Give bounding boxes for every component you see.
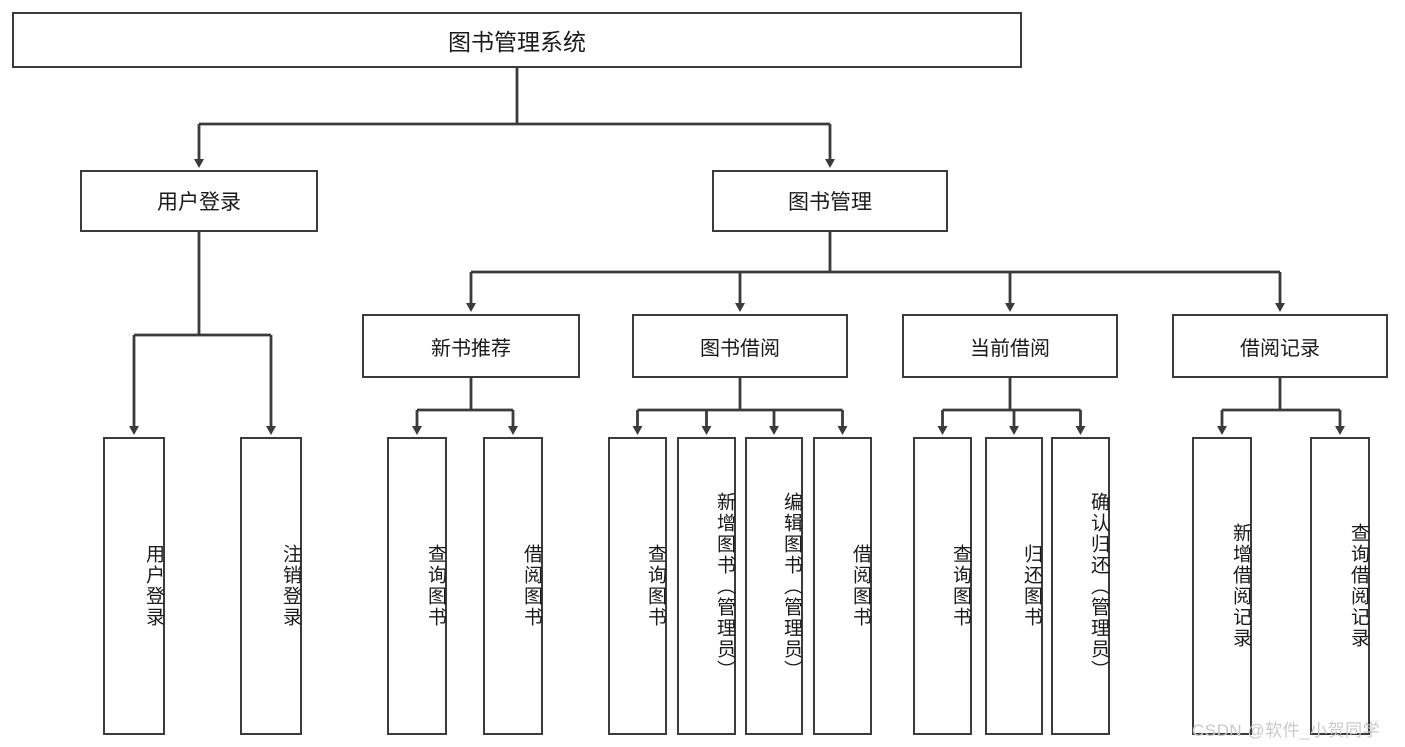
leaf-query-book-borrow[interactable]: 查询图书 [608, 437, 667, 735]
leaf-add-borrow-record[interactable]: 新增借阅记录 [1192, 437, 1252, 735]
leaf-query-borrow-record[interactable]: 查询借阅记录 [1310, 437, 1370, 735]
node-label: 借阅图书 [521, 544, 542, 628]
node-label: 新增借阅记录 [1230, 523, 1251, 649]
node-current-borrow[interactable]: 当前借阅 [902, 314, 1118, 378]
node-label: 归还图书 [1021, 544, 1042, 628]
node-label: 图书管理系统 [448, 29, 586, 55]
leaf-borrow-book-recommend[interactable]: 借阅图书 [483, 437, 543, 735]
node-label: 查询借阅记录 [1348, 523, 1369, 649]
node-label: 借阅图书 [850, 544, 871, 628]
leaf-borrow-book[interactable]: 借阅图书 [813, 437, 872, 735]
node-borrow-record[interactable]: 借阅记录 [1172, 314, 1388, 378]
node-label: 用户登录 [143, 544, 164, 628]
node-label: 新增图书（管理员） [714, 491, 735, 681]
node-new-book-recommend[interactable]: 新书推荐 [362, 314, 580, 378]
leaf-logout[interactable]: 注销登录 [240, 437, 302, 735]
leaf-query-book-current[interactable]: 查询图书 [913, 437, 972, 735]
node-user-login[interactable]: 用户登录 [80, 170, 318, 232]
node-label: 查询图书 [425, 544, 446, 628]
node-label: 确认归还（管理员） [1088, 491, 1109, 681]
node-label: 查询图书 [950, 544, 971, 628]
node-label: 当前借阅 [970, 337, 1050, 360]
node-label: 用户登录 [157, 191, 241, 214]
node-label: 新书推荐 [431, 337, 511, 360]
leaf-return-book[interactable]: 归还图书 [985, 437, 1043, 735]
node-label: 注销登录 [280, 544, 301, 628]
node-label: 图书借阅 [700, 337, 780, 360]
node-label: 借阅记录 [1240, 337, 1320, 360]
node-book-borrow[interactable]: 图书借阅 [632, 314, 848, 378]
leaf-confirm-return-admin[interactable]: 确认归还（管理员） [1051, 437, 1110, 735]
leaf-user-login[interactable]: 用户登录 [103, 437, 165, 735]
node-label: 查询图书 [645, 544, 666, 628]
leaf-add-book-admin[interactable]: 新增图书（管理员） [677, 437, 736, 735]
leaf-edit-book-admin[interactable]: 编辑图书（管理员） [745, 437, 803, 735]
leaf-query-book-recommend[interactable]: 查询图书 [387, 437, 447, 735]
node-label: 编辑图书（管理员） [781, 491, 802, 681]
node-book-management[interactable]: 图书管理 [712, 170, 948, 232]
node-label: 图书管理 [788, 191, 872, 214]
node-root[interactable]: 图书管理系统 [12, 12, 1022, 68]
